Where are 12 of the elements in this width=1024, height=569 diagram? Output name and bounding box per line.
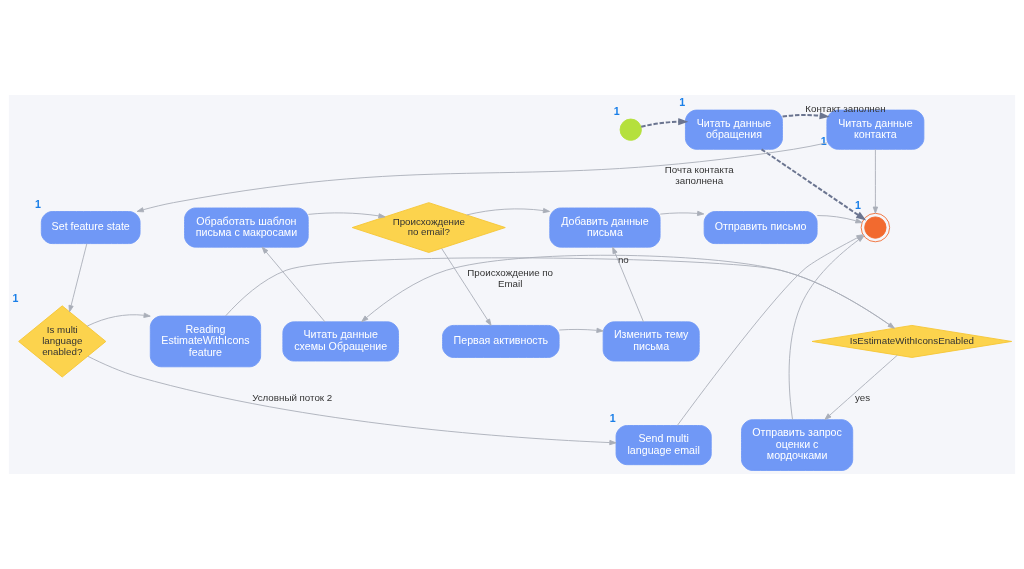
node-label: 1 bbox=[854, 199, 861, 212]
node-label: 1 bbox=[35, 197, 42, 210]
edge-label: Условный поток 2 bbox=[252, 391, 333, 403]
edge-label: yes bbox=[854, 391, 871, 403]
node-label: 1 bbox=[613, 105, 620, 118]
node-label: 1 bbox=[609, 411, 616, 424]
node-label: 1 bbox=[820, 135, 827, 148]
edge-label: Происхождение по Email bbox=[467, 267, 554, 289]
edge-label: no bbox=[617, 254, 629, 266]
edge-label: Почта контакта заполнена bbox=[664, 164, 734, 186]
node-label: 1 bbox=[679, 96, 686, 109]
node-label: 1 bbox=[12, 291, 19, 304]
